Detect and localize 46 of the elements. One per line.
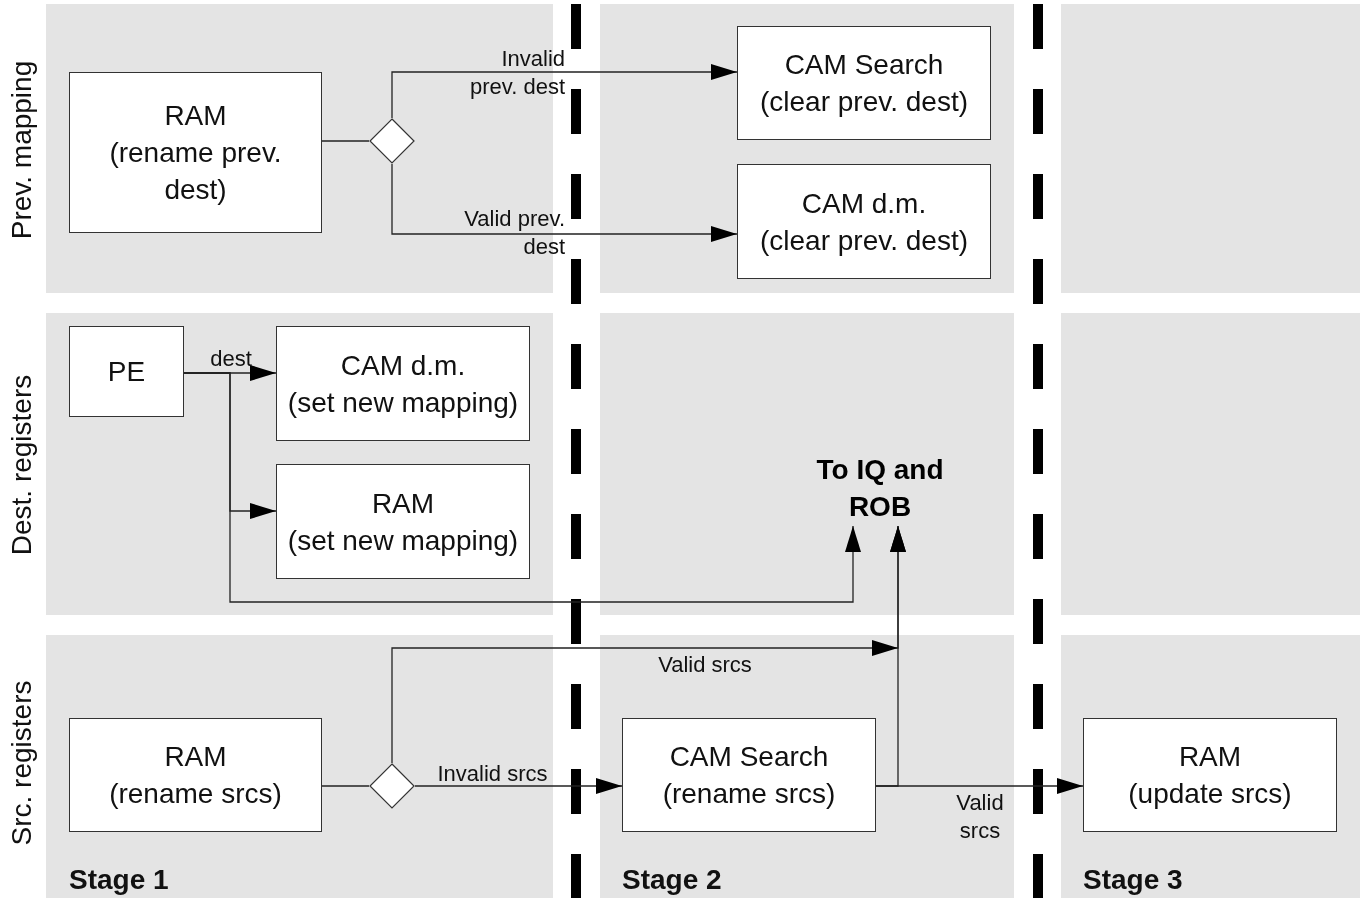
box-title: CAM Search [784,48,944,82]
process-box [276,326,530,441]
edge-label: Valid srcs [657,651,753,679]
edge-label: Invalid prev. dest [469,45,565,101]
box-subtitle: (clear prev. dest) [760,223,968,258]
process-box [622,718,876,832]
arrow [391,163,738,242]
process-box [69,326,184,417]
stage-title: Stage 3 [1083,863,1183,897]
box-subtitle: (rename srcs) [662,777,836,811]
box-title: PE [107,355,146,389]
arrow [391,64,738,119]
stage-title: Stage 1 [69,863,169,897]
process-box [1083,718,1337,832]
process-box [69,72,322,233]
destination-label: To IQ and ROB [790,450,970,526]
box-title: CAM d.m. [340,348,466,383]
arrow [875,778,1084,794]
edge-label: Invalid srcs [436,760,549,788]
lane-title: Prev. mapping [6,60,38,240]
stage-title: Stage 2 [622,863,722,897]
box-subtitle: (clear prev. dest) [760,85,968,119]
box-title: RAM [164,99,227,133]
box-subtitle: (rename srcs) [109,777,282,811]
box-title: CAM d.m. [801,186,927,221]
box-title: RAM [164,740,227,774]
diamond-shape [369,118,415,164]
arrow [414,778,623,794]
box-subtitle: (update srcs) [1128,777,1292,811]
box-subtitle: (set new mapping) [287,523,519,558]
box-subtitle: (rename prev. dest) [108,136,283,207]
box-title: RAM [1178,740,1242,774]
diamond-shape [369,763,415,809]
edge-label: dest [209,345,253,373]
lane-title: Dest. registers [6,374,38,556]
arrow [183,372,861,603]
process-box [737,164,991,279]
process-box [276,464,530,579]
edge-label: Valid srcs [955,789,1005,845]
box-title: CAM Search [669,740,829,774]
box-subtitle: (set new mapping) [287,385,519,420]
edge-label: Valid prev. dest [463,205,565,261]
lane-title: Src. registers [6,680,38,846]
process-box [69,718,322,832]
box-title: RAM [371,486,435,521]
process-box [737,26,991,140]
